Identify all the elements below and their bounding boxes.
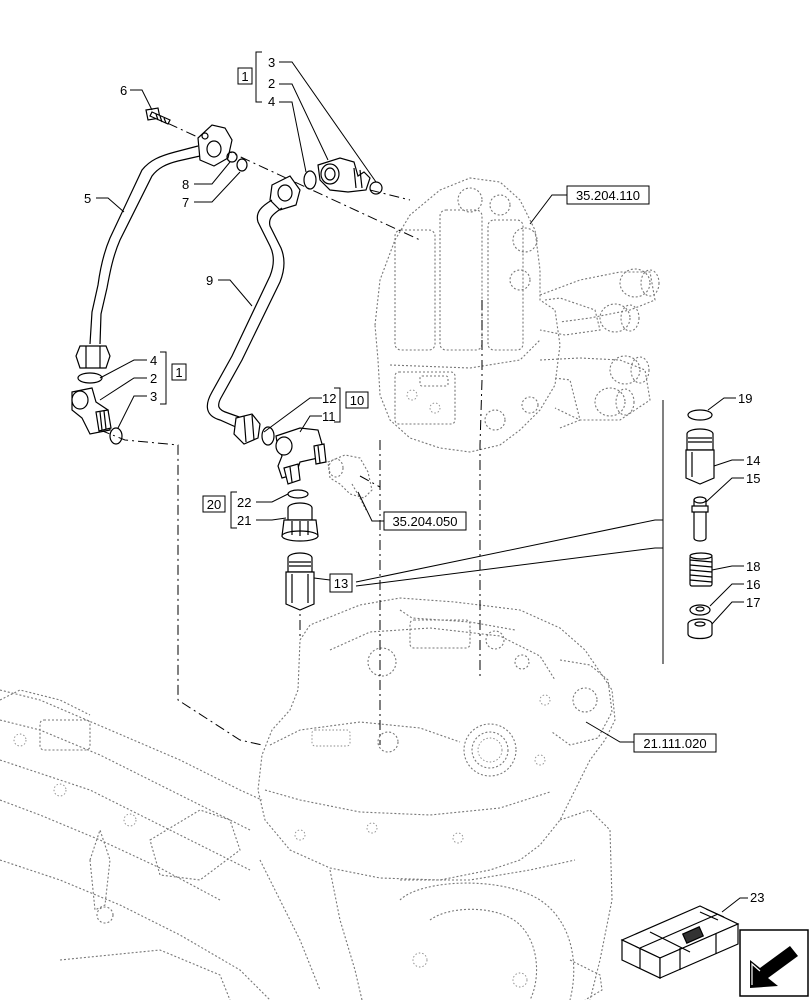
callout-4-lower: 4 xyxy=(150,353,157,368)
callout-6: 6 xyxy=(120,83,127,98)
control-valve-block-ghost xyxy=(374,177,660,453)
valve-body-part-14[interactable] xyxy=(685,428,715,485)
straight-fitting-part-2-upper[interactable] xyxy=(317,157,371,193)
service-kit-crate-part-23[interactable] xyxy=(620,905,740,979)
o-ring-part-22[interactable] xyxy=(287,489,309,499)
callout-2-upper: 2 xyxy=(268,76,275,91)
o-ring-part-11[interactable] xyxy=(261,426,275,446)
o-ring-part-8[interactable] xyxy=(226,151,238,163)
callout-4-upper: 4 xyxy=(268,94,275,109)
callout-20: 20 xyxy=(207,497,221,512)
callout-15: 15 xyxy=(746,471,760,486)
callout-1-lower: 1 xyxy=(175,365,182,380)
ref-label-21-111-020: 21.111.020 xyxy=(643,736,706,751)
o-ring-part-19[interactable] xyxy=(687,409,713,421)
washer-part-16[interactable] xyxy=(689,604,711,616)
callout-8: 8 xyxy=(182,177,189,192)
callout-10: 10 xyxy=(350,393,364,408)
cap-part-17[interactable] xyxy=(687,618,713,640)
callout-13: 13 xyxy=(334,576,348,591)
group-bracket-1-upper xyxy=(237,51,262,103)
item-box-13[interactable] xyxy=(329,573,353,593)
callout-2-lower: 2 xyxy=(150,371,157,386)
o-ring-part-3-lower[interactable] xyxy=(109,427,123,445)
callout-14: 14 xyxy=(746,453,760,468)
ref-label-35-204-050: 35.204.050 xyxy=(392,514,457,529)
callout-21: 21 xyxy=(237,513,251,528)
callout-3-lower: 3 xyxy=(150,389,157,404)
ref-box-35-204-110[interactable]: 35.204.110 xyxy=(566,185,650,205)
bolt-part-6[interactable] xyxy=(145,107,171,125)
view-direction-arrow-icon xyxy=(739,929,809,997)
hydraulic-pipe-part-5[interactable] xyxy=(75,124,233,369)
hydraulic-pipe-part-9[interactable] xyxy=(206,175,301,445)
callout-17: 17 xyxy=(746,595,760,610)
callout-19: 19 xyxy=(738,391,752,406)
callout-7: 7 xyxy=(182,195,189,210)
spring-part-18[interactable] xyxy=(689,552,713,587)
ref-box-35-204-050[interactable]: 35.204.050 xyxy=(383,511,467,531)
group-bracket-10 xyxy=(334,387,369,423)
group-bracket-20 xyxy=(202,491,237,529)
group-bracket-1-lower xyxy=(160,351,187,405)
spool-part-15[interactable] xyxy=(691,496,709,542)
callout-9: 9 xyxy=(206,273,213,288)
adapter-part-21[interactable] xyxy=(281,502,319,542)
callout-11: 11 xyxy=(322,409,336,424)
assembly-lines xyxy=(99,114,483,746)
o-ring-part-4-lower[interactable] xyxy=(77,372,103,384)
tee-connection-ghost xyxy=(327,454,373,511)
tee-fitting-part-12[interactable] xyxy=(275,427,327,485)
ref-box-21-111-020[interactable]: 21.111.020 xyxy=(633,733,717,753)
callout-16: 16 xyxy=(746,577,760,592)
transmission-housing-ghost xyxy=(0,597,616,1000)
callout-12: 12 xyxy=(322,391,336,406)
callout-labels: 1 3 2 4 6 5 8 7 9 4 2 3 1 10 12 11 20 22… xyxy=(84,55,764,905)
ref-label-35-204-110: 35.204.110 xyxy=(576,188,640,203)
callout-3-upper: 3 xyxy=(268,55,275,70)
leader-lines xyxy=(96,61,748,913)
callout-1-upper: 1 xyxy=(241,69,248,84)
valve-part-13[interactable] xyxy=(285,552,315,611)
o-ring-part-7[interactable] xyxy=(236,158,248,172)
o-ring-part-4-upper[interactable] xyxy=(303,170,317,190)
o-ring-part-3-upper[interactable] xyxy=(369,181,383,195)
elbow-fitting-part-2-lower[interactable] xyxy=(71,387,112,435)
callout-22: 22 xyxy=(237,495,251,510)
callout-18: 18 xyxy=(746,559,760,574)
callout-5: 5 xyxy=(84,191,91,206)
callout-23: 23 xyxy=(750,890,764,905)
